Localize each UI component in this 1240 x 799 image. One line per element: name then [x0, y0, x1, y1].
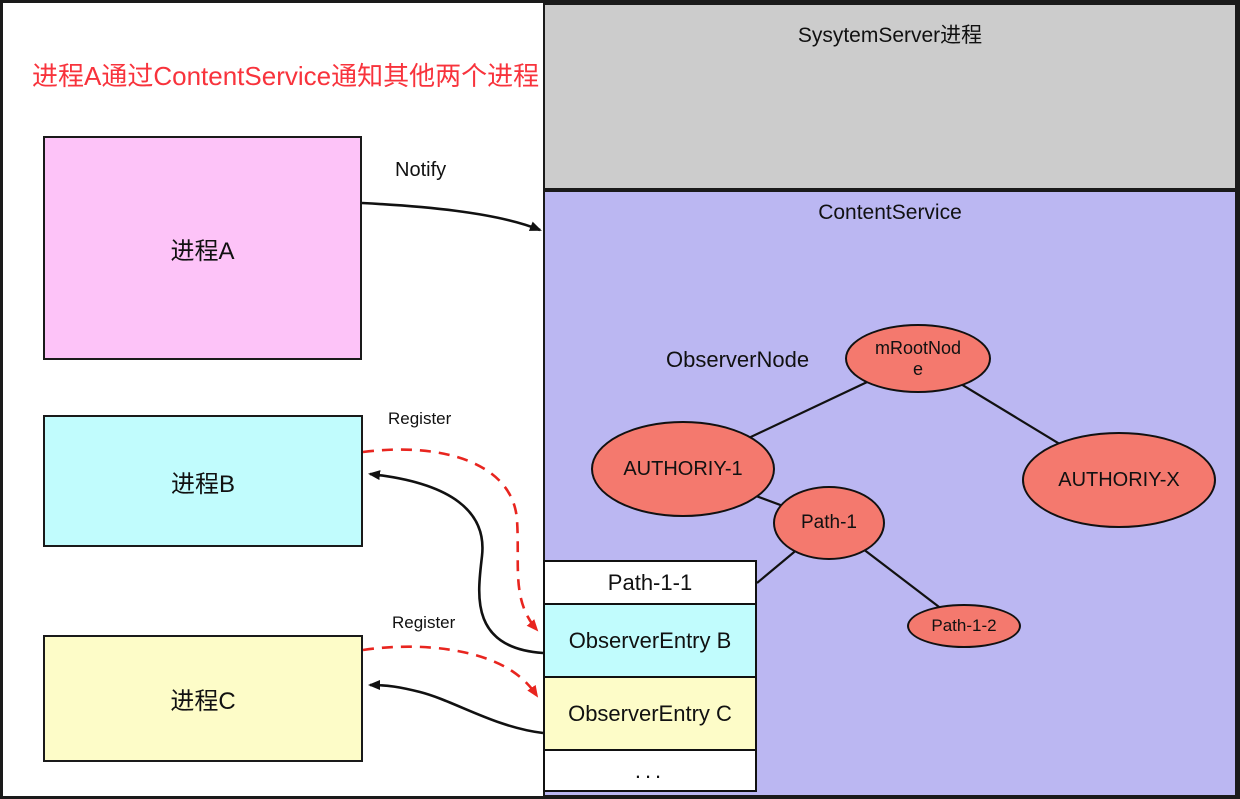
path-1-2-label: Path-1-2 — [931, 616, 997, 635]
diagram-caption: 进程A通过ContentService通知其他两个进程 — [32, 61, 540, 91]
authoriy-1-label: AUTHORIY-1 — [623, 457, 743, 480]
tree-node-path-1: Path-1 — [773, 486, 885, 560]
process-c-box: 进程C — [43, 635, 363, 762]
tree-node-authoriy-1: AUTHORIY-1 — [591, 421, 775, 517]
observer-entry-table: Path-1-1 ObserverEntry B ObserverEntry C… — [543, 560, 757, 792]
process-a-box: 进程A — [43, 136, 362, 360]
observerentry-c-cell: ObserverEntry C — [568, 700, 732, 726]
callback-c-arrow — [368, 680, 544, 735]
process-b-label: 进程B — [170, 470, 235, 498]
register-b-arrow — [362, 448, 539, 632]
tree-node-authoriy-x: AUTHORIY-X — [1022, 432, 1216, 528]
tree-node-path-1-2: Path-1-2 — [907, 604, 1021, 648]
mrootnode-label: mRootNode — [874, 337, 962, 379]
register-b-arrow-label: Register — [388, 409, 452, 428]
ellipsis-cell: ... — [634, 757, 666, 783]
observerentry-b-cell: ObserverEntry B — [568, 627, 732, 653]
observer-node-label: ObserverNode — [666, 347, 810, 372]
tree-node-mrootnode: mRootNode — [845, 324, 991, 393]
process-c-label: 进程C — [170, 688, 236, 715]
system-server-process-box: SysytemServer进程 — [543, 3, 1237, 190]
register-c-arrow — [362, 645, 539, 698]
register-c-arrow-label: Register — [392, 613, 456, 632]
table-row-ellipsis: ... — [545, 749, 755, 790]
path-1-label: Path-1 — [801, 512, 857, 533]
process-a-label: 进程A — [170, 237, 235, 265]
path-1-1-cell: Path-1-1 — [607, 569, 693, 595]
table-row-observerentry-c: ObserverEntry C — [545, 676, 755, 749]
notify-arrow — [361, 201, 542, 232]
system-server-title: SysytemServer进程 — [797, 24, 983, 47]
table-row-observerentry-b: ObserverEntry B — [545, 603, 755, 676]
notify-arrow-label: Notify — [395, 159, 447, 181]
authoriy-x-label: AUTHORIY-X — [1058, 468, 1180, 491]
table-row-path-1-1: Path-1-1 — [545, 562, 755, 603]
content-service-title: ContentService — [818, 201, 962, 224]
process-b-box: 进程B — [43, 415, 363, 547]
